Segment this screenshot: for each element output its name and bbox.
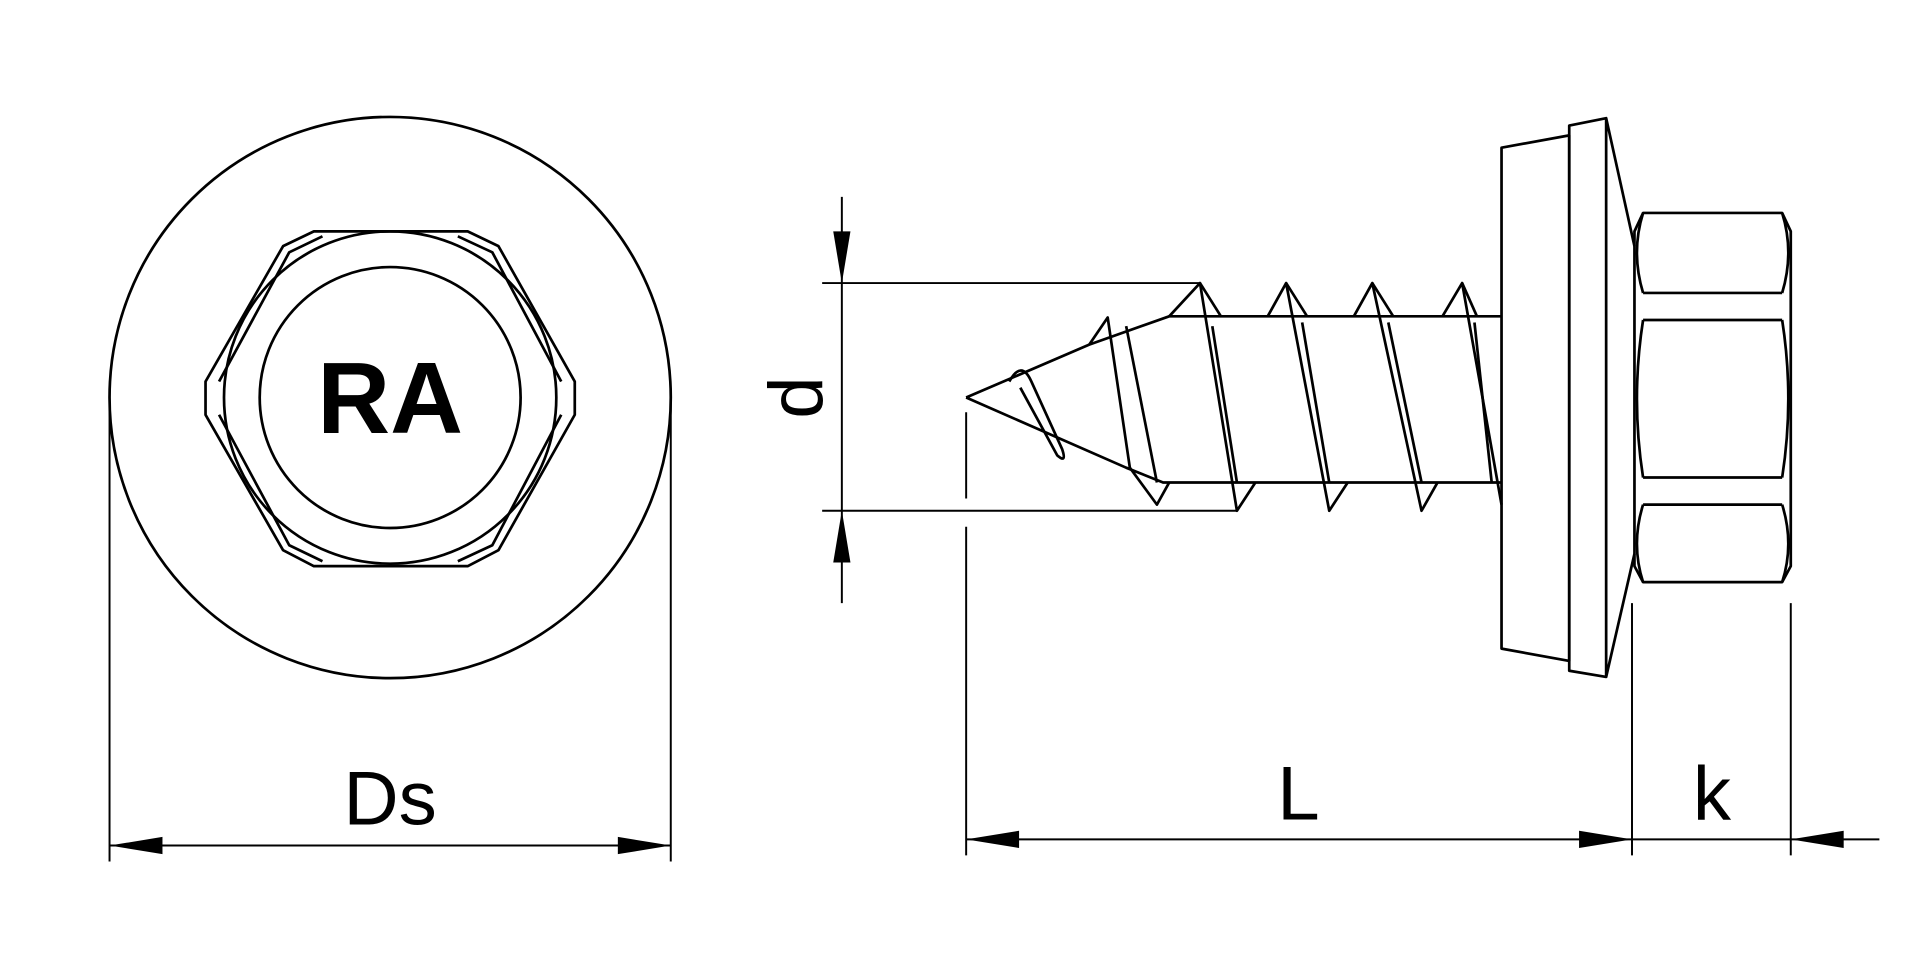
arrow-up-icon <box>833 510 851 563</box>
hex-chamfer <box>217 235 324 383</box>
k-label: k <box>1693 752 1732 837</box>
shank-top <box>965 314 1502 399</box>
head-face-ring-inner <box>258 265 522 530</box>
l-label: L <box>1277 752 1319 837</box>
washer-taper <box>1604 117 1636 247</box>
metal-washer <box>1567 116 1608 679</box>
d-label: d <box>754 376 839 418</box>
ds-label: Ds <box>344 757 437 842</box>
side-view: d <box>754 116 1880 856</box>
arrow-right-icon <box>1579 830 1632 848</box>
arrow-left-icon <box>966 830 1020 848</box>
head-marking: RA <box>317 343 463 455</box>
sealing-washer <box>1500 134 1571 663</box>
arrow-down-icon <box>833 231 851 284</box>
hex-head-side <box>1633 211 1793 584</box>
hex-chamfer <box>457 414 563 563</box>
tip-flute <box>1008 369 1066 460</box>
hex-chamfer <box>217 414 324 563</box>
arrow-right-icon <box>617 836 671 855</box>
threads <box>1088 281 1503 513</box>
hex-chamfer <box>457 235 563 383</box>
top-view: RA Ds <box>108 115 673 862</box>
washer-taper <box>1604 553 1636 678</box>
arrow-left-icon <box>109 836 163 855</box>
head-face-ring-outer <box>222 230 558 566</box>
hex-head-outline <box>204 230 577 568</box>
arrow-left-icon <box>1790 830 1844 848</box>
